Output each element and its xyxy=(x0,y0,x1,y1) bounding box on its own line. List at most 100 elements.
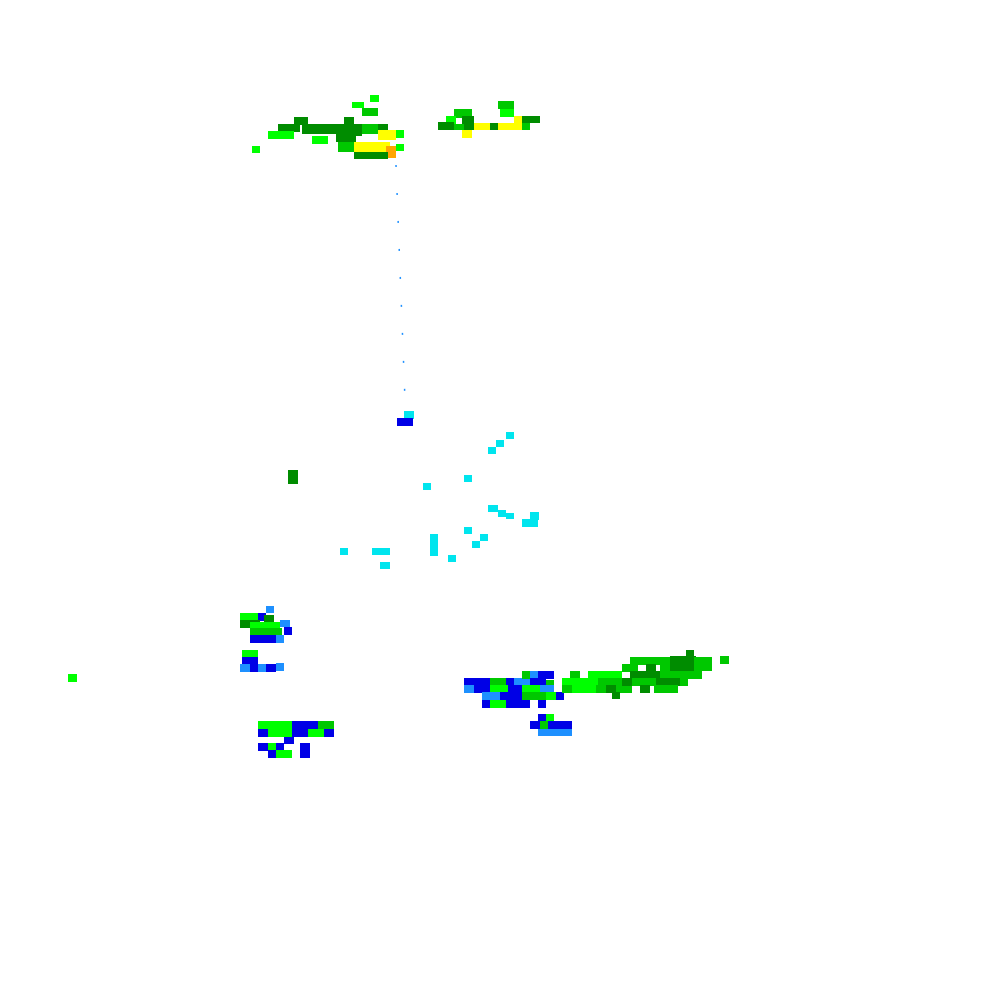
echo-cell-bright-green xyxy=(588,671,622,679)
echo-cell-green xyxy=(616,685,632,693)
echo-cell-blue xyxy=(292,729,308,737)
echo-cell-bright-green xyxy=(522,685,540,693)
echo-cell-bright-green xyxy=(490,685,508,693)
echo-cell-cyan xyxy=(423,483,431,490)
echo-cell-green xyxy=(562,685,572,693)
echo-cell-cyan xyxy=(380,562,390,569)
echo-cell-green xyxy=(318,721,334,729)
echo-cell-green xyxy=(570,671,580,679)
echo-cell-cyan xyxy=(488,447,496,454)
echo-cell-blue xyxy=(482,700,490,708)
echo-cell-cyan xyxy=(498,510,506,517)
echo-cell-green xyxy=(546,680,554,688)
echo-cell-bright-green xyxy=(240,613,258,621)
echo-cell-bright-green xyxy=(252,146,260,153)
echo-cell-green xyxy=(630,657,660,665)
echo-cell-bright-green xyxy=(312,136,328,144)
echo-cell-green xyxy=(660,671,686,679)
echo-cell-bright-green xyxy=(268,729,292,737)
echo-cell-cyan xyxy=(530,512,539,520)
echo-cell-bright-green xyxy=(276,750,292,758)
echo-cell-dark-green xyxy=(344,117,354,127)
echo-cell-blue xyxy=(464,678,490,686)
echo-cell-green xyxy=(596,685,606,693)
echo-cell-dark-green xyxy=(354,152,388,159)
echo-cell-dark-green xyxy=(646,664,656,672)
echo-cells xyxy=(68,95,729,758)
echo-cell-blue xyxy=(397,418,413,426)
echo-cell-bright-green xyxy=(446,116,456,124)
echo-cell-bright-green xyxy=(500,109,514,117)
echo-cell-yellow xyxy=(378,130,396,140)
echo-cell-dark-green xyxy=(462,116,474,130)
echo-cell-cyan xyxy=(488,505,498,512)
echo-cell-cyan xyxy=(430,534,438,542)
echo-cell-bright-green xyxy=(268,131,294,139)
echo-cell-green xyxy=(540,721,548,729)
echo-cell-yellow xyxy=(474,123,490,130)
echo-cell-yellow xyxy=(514,116,522,123)
echo-cell-cyan xyxy=(372,548,390,555)
echo-cell-green xyxy=(362,124,386,134)
echo-cell-green xyxy=(522,692,546,700)
echo-cell-dark-green xyxy=(522,116,540,123)
echo-cell-dark-green xyxy=(670,656,696,672)
echo-cell-light-blue xyxy=(530,671,538,679)
echo-cell-blue xyxy=(268,750,276,758)
echo-cell-blue xyxy=(258,729,268,737)
echo-cell-green xyxy=(454,109,472,118)
echo-cell-blue xyxy=(258,613,266,621)
echo-cell-green xyxy=(490,678,506,686)
echo-cell-blue xyxy=(530,678,546,686)
echo-cell-bright-green xyxy=(546,714,554,721)
echo-cell-blue xyxy=(548,721,572,729)
echo-cell-green xyxy=(720,656,729,664)
echo-cell-green xyxy=(522,123,530,130)
echo-cell-cyan xyxy=(430,542,438,556)
echo-cell-bright-green xyxy=(576,678,598,686)
echo-cell-dark-green xyxy=(640,685,650,693)
echo-cell-light-blue xyxy=(258,664,268,672)
echo-cell-dark-green xyxy=(490,123,498,130)
echo-cell-bright-green xyxy=(250,622,280,630)
echo-cell-cyan xyxy=(464,527,472,534)
echo-cell-dark-green xyxy=(278,124,300,132)
echo-cell-yellow xyxy=(462,130,472,138)
echo-cell-light-blue xyxy=(540,685,554,693)
echo-cell-light-blue xyxy=(538,729,572,736)
echo-cell-blue xyxy=(300,750,310,758)
echo-cell-dark-green xyxy=(438,122,454,130)
echo-cell-dark-green xyxy=(378,124,388,132)
echo-cell-blue xyxy=(538,700,546,708)
echo-cell-dark-green xyxy=(622,678,632,686)
echo-cell-cyan xyxy=(522,519,538,527)
echo-cell-light-blue xyxy=(280,620,290,627)
echo-cell-dark-green xyxy=(336,134,356,142)
echo-cell-green xyxy=(598,678,628,686)
echo-cell-dark-green xyxy=(630,671,660,679)
echo-cell-bright-green xyxy=(258,721,292,729)
echo-cell-dark-green xyxy=(264,615,274,623)
echo-cell-blue xyxy=(250,664,260,672)
echo-cell-yellow xyxy=(354,142,390,152)
echo-cell-bright-green xyxy=(562,678,576,686)
echo-cell-cyan xyxy=(506,432,514,439)
echo-cell-cyan xyxy=(496,440,504,447)
storm-track-line xyxy=(395,164,406,401)
echo-cell-cyan xyxy=(340,548,348,555)
echo-cell-light-blue xyxy=(514,678,530,686)
echo-cell-bright-green xyxy=(546,692,556,700)
echo-cell-green xyxy=(680,678,688,686)
echo-cell-dark-green xyxy=(288,470,298,484)
echo-cell-bright-green xyxy=(68,674,77,682)
echo-cell-bright-green xyxy=(370,95,379,102)
echo-cell-cyan xyxy=(404,411,414,419)
echo-cell-blue xyxy=(500,692,522,700)
echo-cell-green xyxy=(250,628,282,636)
echo-cell-green xyxy=(694,657,712,671)
echo-cell-blue xyxy=(556,692,564,700)
echo-cell-bright-green xyxy=(242,650,258,658)
echo-cell-bright-green xyxy=(396,144,404,151)
